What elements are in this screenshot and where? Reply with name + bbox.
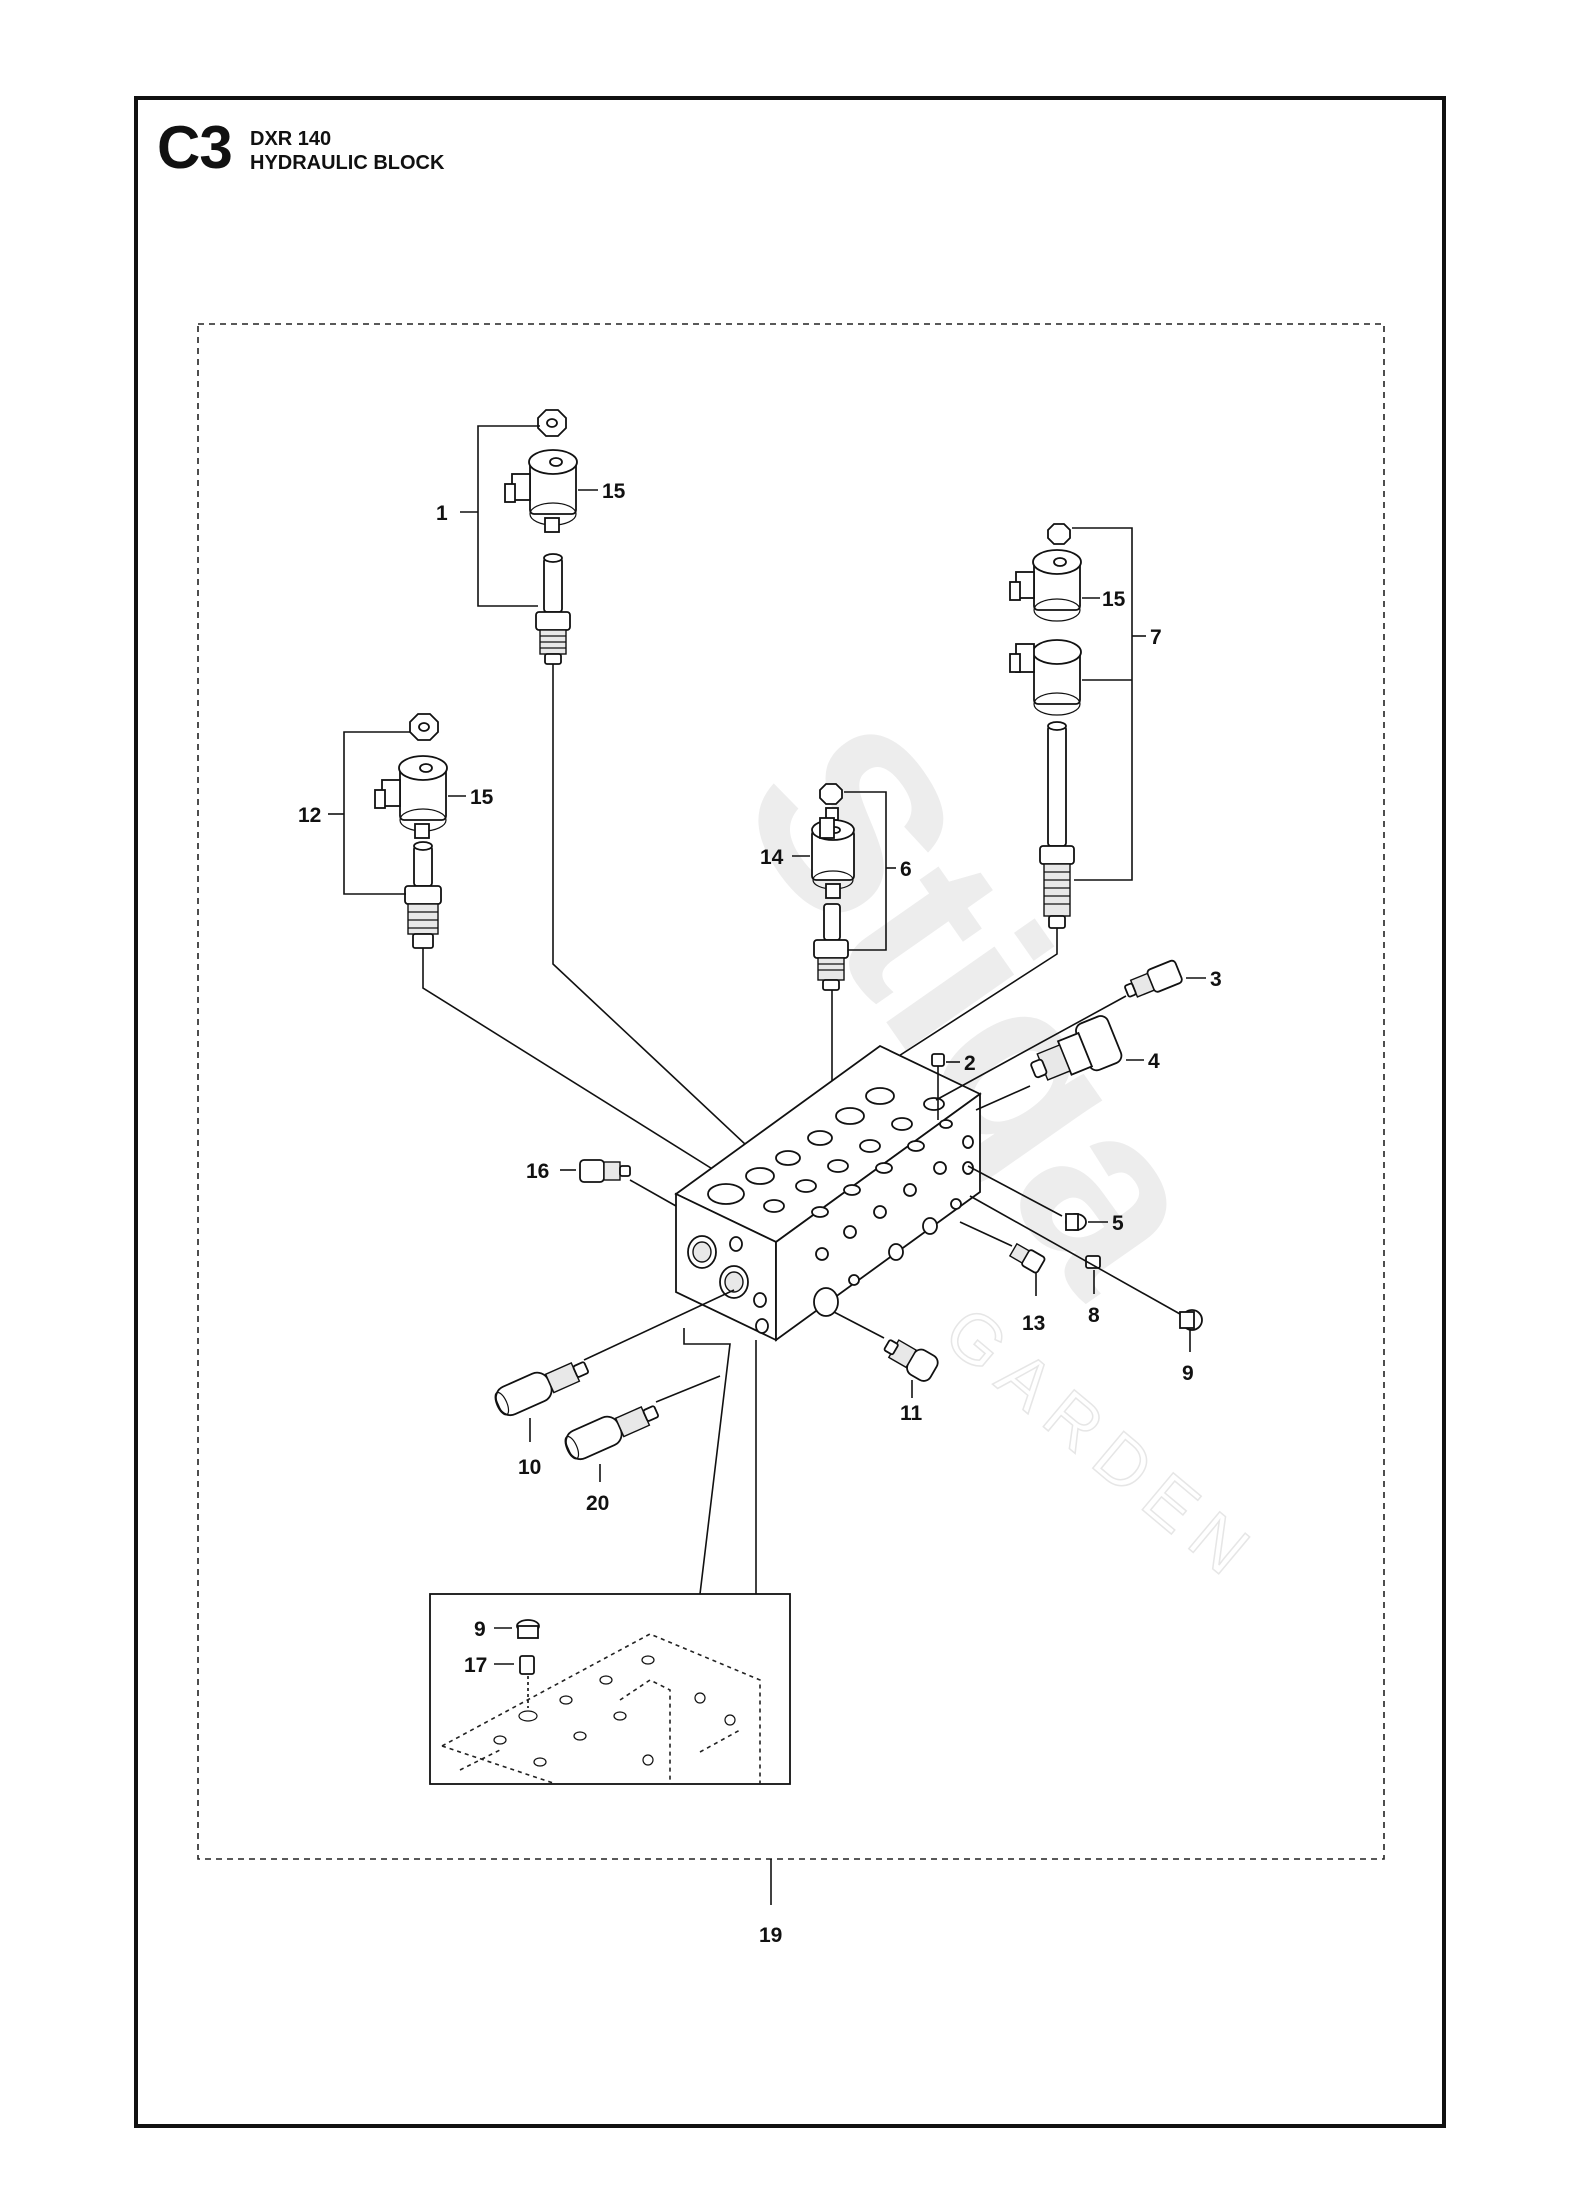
bracket-6 (844, 791, 887, 951)
callout-14: 14 (760, 846, 784, 869)
diagram-title: HYDRAULIC BLOCK (250, 152, 445, 174)
fitting-16 (579, 1159, 631, 1183)
valve-20 (564, 1405, 659, 1461)
watermark-sub: GARDEN (930, 1291, 1275, 1599)
callout-17: 17 (464, 1654, 487, 1677)
callout-15-c: 15 (1102, 588, 1126, 611)
callout-1: 1 (436, 502, 448, 525)
plug-9 (1179, 1309, 1203, 1331)
plug-5 (1065, 1213, 1087, 1231)
callout-11: 11 (900, 1402, 923, 1425)
fitting-13 (1008, 1242, 1046, 1274)
watermark-sub-text: GARDEN (930, 1292, 1274, 1598)
solenoid-valve-1 (504, 409, 578, 665)
inset-leader-left (683, 1328, 731, 1595)
callout-2: 2 (964, 1052, 976, 1075)
callout-20: 20 (586, 1492, 609, 1515)
page-frame (134, 96, 1446, 2128)
callout-8: 8 (1088, 1304, 1100, 1327)
solenoid-valve-6 (811, 783, 855, 991)
bracket-12 (343, 731, 410, 895)
inset-block-outline (441, 1633, 761, 1785)
callout-9-detail: 9 (474, 1618, 486, 1641)
fitting-3 (1124, 959, 1183, 998)
hydraulic-block (674, 1044, 982, 1342)
section-code: C3 (157, 114, 233, 181)
bracket-1 (477, 425, 540, 607)
callout-4: 4 (1148, 1050, 1160, 1073)
callout-6: 6 (900, 858, 912, 881)
model-name: DXR 140 (250, 128, 332, 150)
callout-12: 12 (298, 804, 321, 827)
stem (543, 557, 563, 613)
valve-4 (1030, 1015, 1123, 1081)
callout-15-a: 15 (602, 480, 626, 503)
valve-10 (494, 1361, 589, 1417)
detail-inset (429, 1593, 791, 1785)
orifice-17-detail (519, 1655, 535, 1675)
callout-19: 19 (759, 1924, 782, 1947)
plug-9-detail (516, 1619, 540, 1639)
solenoid-valve-12 (374, 713, 448, 949)
callout-3: 3 (1210, 968, 1222, 991)
callout-9: 9 (1182, 1362, 1194, 1385)
callout-10: 10 (518, 1456, 541, 1479)
callout-16: 16 (526, 1160, 549, 1183)
assembly-boundary (197, 323, 1385, 1860)
valve-11 (883, 1339, 939, 1382)
callout-5: 5 (1112, 1212, 1124, 1235)
solenoid-valve-7 (1009, 523, 1082, 929)
plug-2 (931, 1053, 945, 1067)
callout-15-b: 15 (470, 786, 494, 809)
bracket-7 (1072, 527, 1133, 881)
callout-13: 13 (1022, 1312, 1045, 1335)
callout-7: 7 (1150, 626, 1162, 649)
